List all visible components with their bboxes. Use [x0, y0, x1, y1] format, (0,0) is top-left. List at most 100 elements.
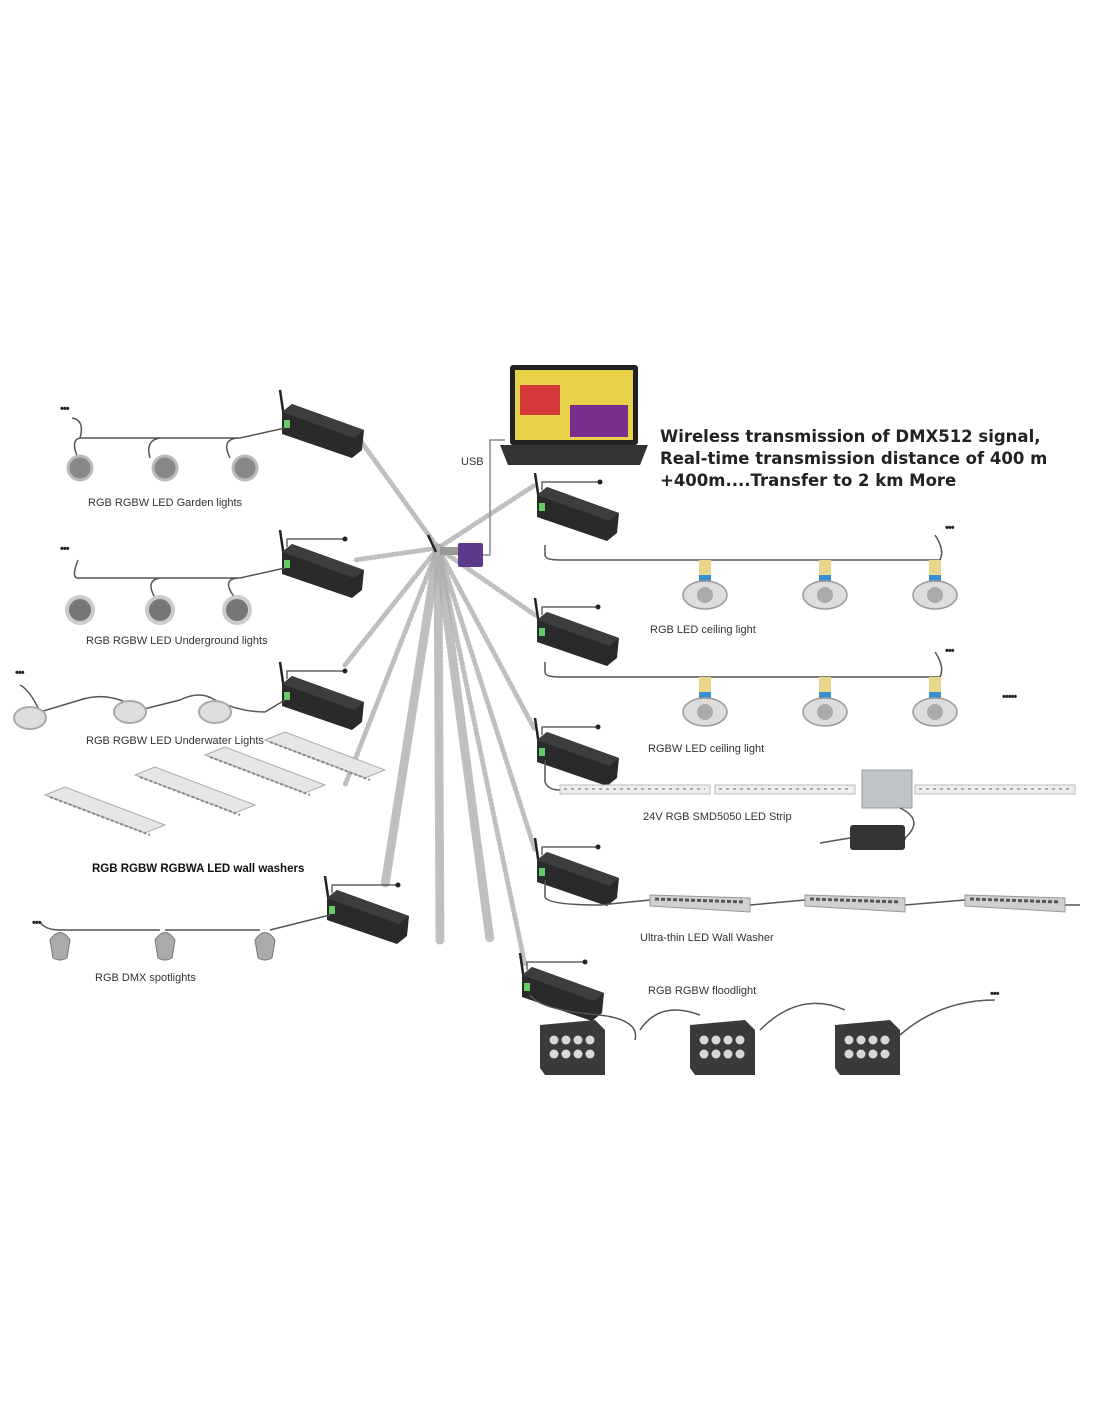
driver-label	[819, 575, 831, 583]
floodlight	[835, 1020, 900, 1075]
ultra-thin-leds	[809, 897, 901, 904]
diagram-title: Wireless transmission of DMX512 signal, …	[660, 426, 1047, 492]
wall-washer	[203, 746, 327, 796]
decoder-terminal	[539, 748, 545, 756]
power-lead	[526, 961, 585, 970]
ceiling-light-led	[697, 587, 713, 603]
power-plug	[595, 844, 601, 850]
power-lead	[541, 606, 598, 615]
wireless-signal-wave	[435, 545, 528, 968]
underground-light	[65, 595, 95, 625]
floodlight-led	[735, 1035, 745, 1045]
underwater-light	[113, 700, 147, 724]
floodlight-led	[844, 1035, 854, 1045]
wall-washer-leds	[209, 756, 311, 796]
wall-washer-body	[133, 766, 257, 814]
dmx-decoder-5	[533, 472, 619, 541]
power-lead	[286, 670, 345, 679]
ultra-thin-wall-washer	[804, 894, 906, 913]
floodlight-led	[868, 1035, 878, 1045]
wireless-signal-wave	[342, 545, 441, 788]
decoder-top	[282, 544, 364, 578]
dmx-decoder-7	[533, 717, 619, 786]
spotlight-continuation: •••	[32, 917, 42, 929]
floodlight-led	[880, 1035, 890, 1045]
underwater-light	[198, 700, 232, 724]
rgbw-ceiling-cable	[544, 651, 943, 678]
rgb-ceiling-light-label: RGB LED ceiling light	[650, 624, 756, 636]
garden-light	[231, 454, 259, 482]
floodlight-led	[880, 1049, 890, 1059]
power-lead	[541, 726, 598, 735]
floodlight-led	[573, 1049, 583, 1059]
decoder-terminal	[539, 503, 545, 511]
floodlight-led	[723, 1035, 733, 1045]
decoder-terminal	[524, 983, 530, 991]
screen-window	[570, 405, 628, 437]
floodlight-led	[856, 1035, 866, 1045]
driver-label	[819, 692, 831, 700]
garden-cable	[71, 417, 286, 459]
decoder-top	[327, 890, 409, 924]
ceiling-light-led	[927, 587, 943, 603]
wireless-signal-wave	[435, 545, 538, 733]
power-adapter	[850, 825, 905, 850]
dmx-decoder-8	[533, 837, 619, 906]
adapter-cable	[819, 837, 851, 844]
floodlight-led	[735, 1049, 745, 1059]
dmx-decoder-4	[323, 875, 409, 944]
transmitter-connector	[440, 547, 460, 555]
ultra-thin-wall-washer-label: Ultra-thin LED Wall Washer	[640, 932, 774, 944]
floodlight-led	[585, 1049, 595, 1059]
dmx-decoder-3	[278, 661, 364, 730]
driver-label	[699, 575, 711, 583]
wall-washers-label: RGB RGBW RGBWA LED wall washers	[92, 863, 305, 875]
spotlight	[49, 932, 71, 961]
garden-light	[151, 454, 179, 482]
adapter-cable	[899, 807, 915, 840]
garden-lights-label: RGB RGBW LED Garden lights	[88, 497, 243, 509]
driver-label	[699, 692, 711, 700]
floodlight-cable	[529, 994, 996, 1041]
underground-light	[145, 595, 175, 625]
floodlight-led	[549, 1049, 559, 1059]
wireless-signal-wave	[433, 543, 495, 945]
dmx-wireless-transmitter	[458, 543, 483, 567]
spotlights-label: RGB DMX spotlights	[95, 972, 196, 984]
underground-continuation: •••	[60, 543, 70, 555]
power-plug	[395, 882, 401, 888]
power-lead	[541, 481, 600, 490]
floodlight-led	[711, 1049, 721, 1059]
underwater-continuation: •••	[15, 667, 25, 679]
ceiling-light-led	[697, 704, 713, 720]
decoder-top	[522, 967, 604, 1001]
floodlight-led	[868, 1049, 878, 1059]
floodlight-led	[844, 1049, 854, 1059]
dmx-decoder-2	[278, 529, 364, 598]
power-plug	[342, 668, 348, 674]
rgb-ceiling-continuation: •••	[945, 522, 955, 534]
garden-continuation: •••	[60, 403, 70, 415]
decoder-terminal	[539, 868, 545, 876]
decoder-terminal	[284, 560, 290, 568]
title-line-2: Real-time transmission distance of 400 m	[660, 449, 1048, 468]
driver-label	[929, 692, 941, 700]
usb-cable	[478, 439, 505, 556]
floodlight-led	[723, 1049, 733, 1059]
ultra-thin-wall-washer	[964, 894, 1066, 913]
wall-washer-leds	[269, 741, 371, 781]
floodlight-label: RGB RGBW floodlight	[648, 985, 757, 997]
floodlight-led	[856, 1049, 866, 1059]
floodlight-led	[573, 1035, 583, 1045]
floodlight-led	[549, 1035, 559, 1045]
power-plug	[595, 724, 601, 730]
decoder-terminal	[284, 420, 290, 428]
power-plug	[582, 959, 588, 965]
more-ellipsis: •••••	[1002, 691, 1017, 703]
garden-light	[66, 454, 94, 482]
decoder-terminal	[329, 906, 335, 914]
driver-label	[929, 575, 941, 583]
transmitter-antenna	[426, 534, 438, 553]
wireless-signal-wave	[342, 545, 441, 668]
